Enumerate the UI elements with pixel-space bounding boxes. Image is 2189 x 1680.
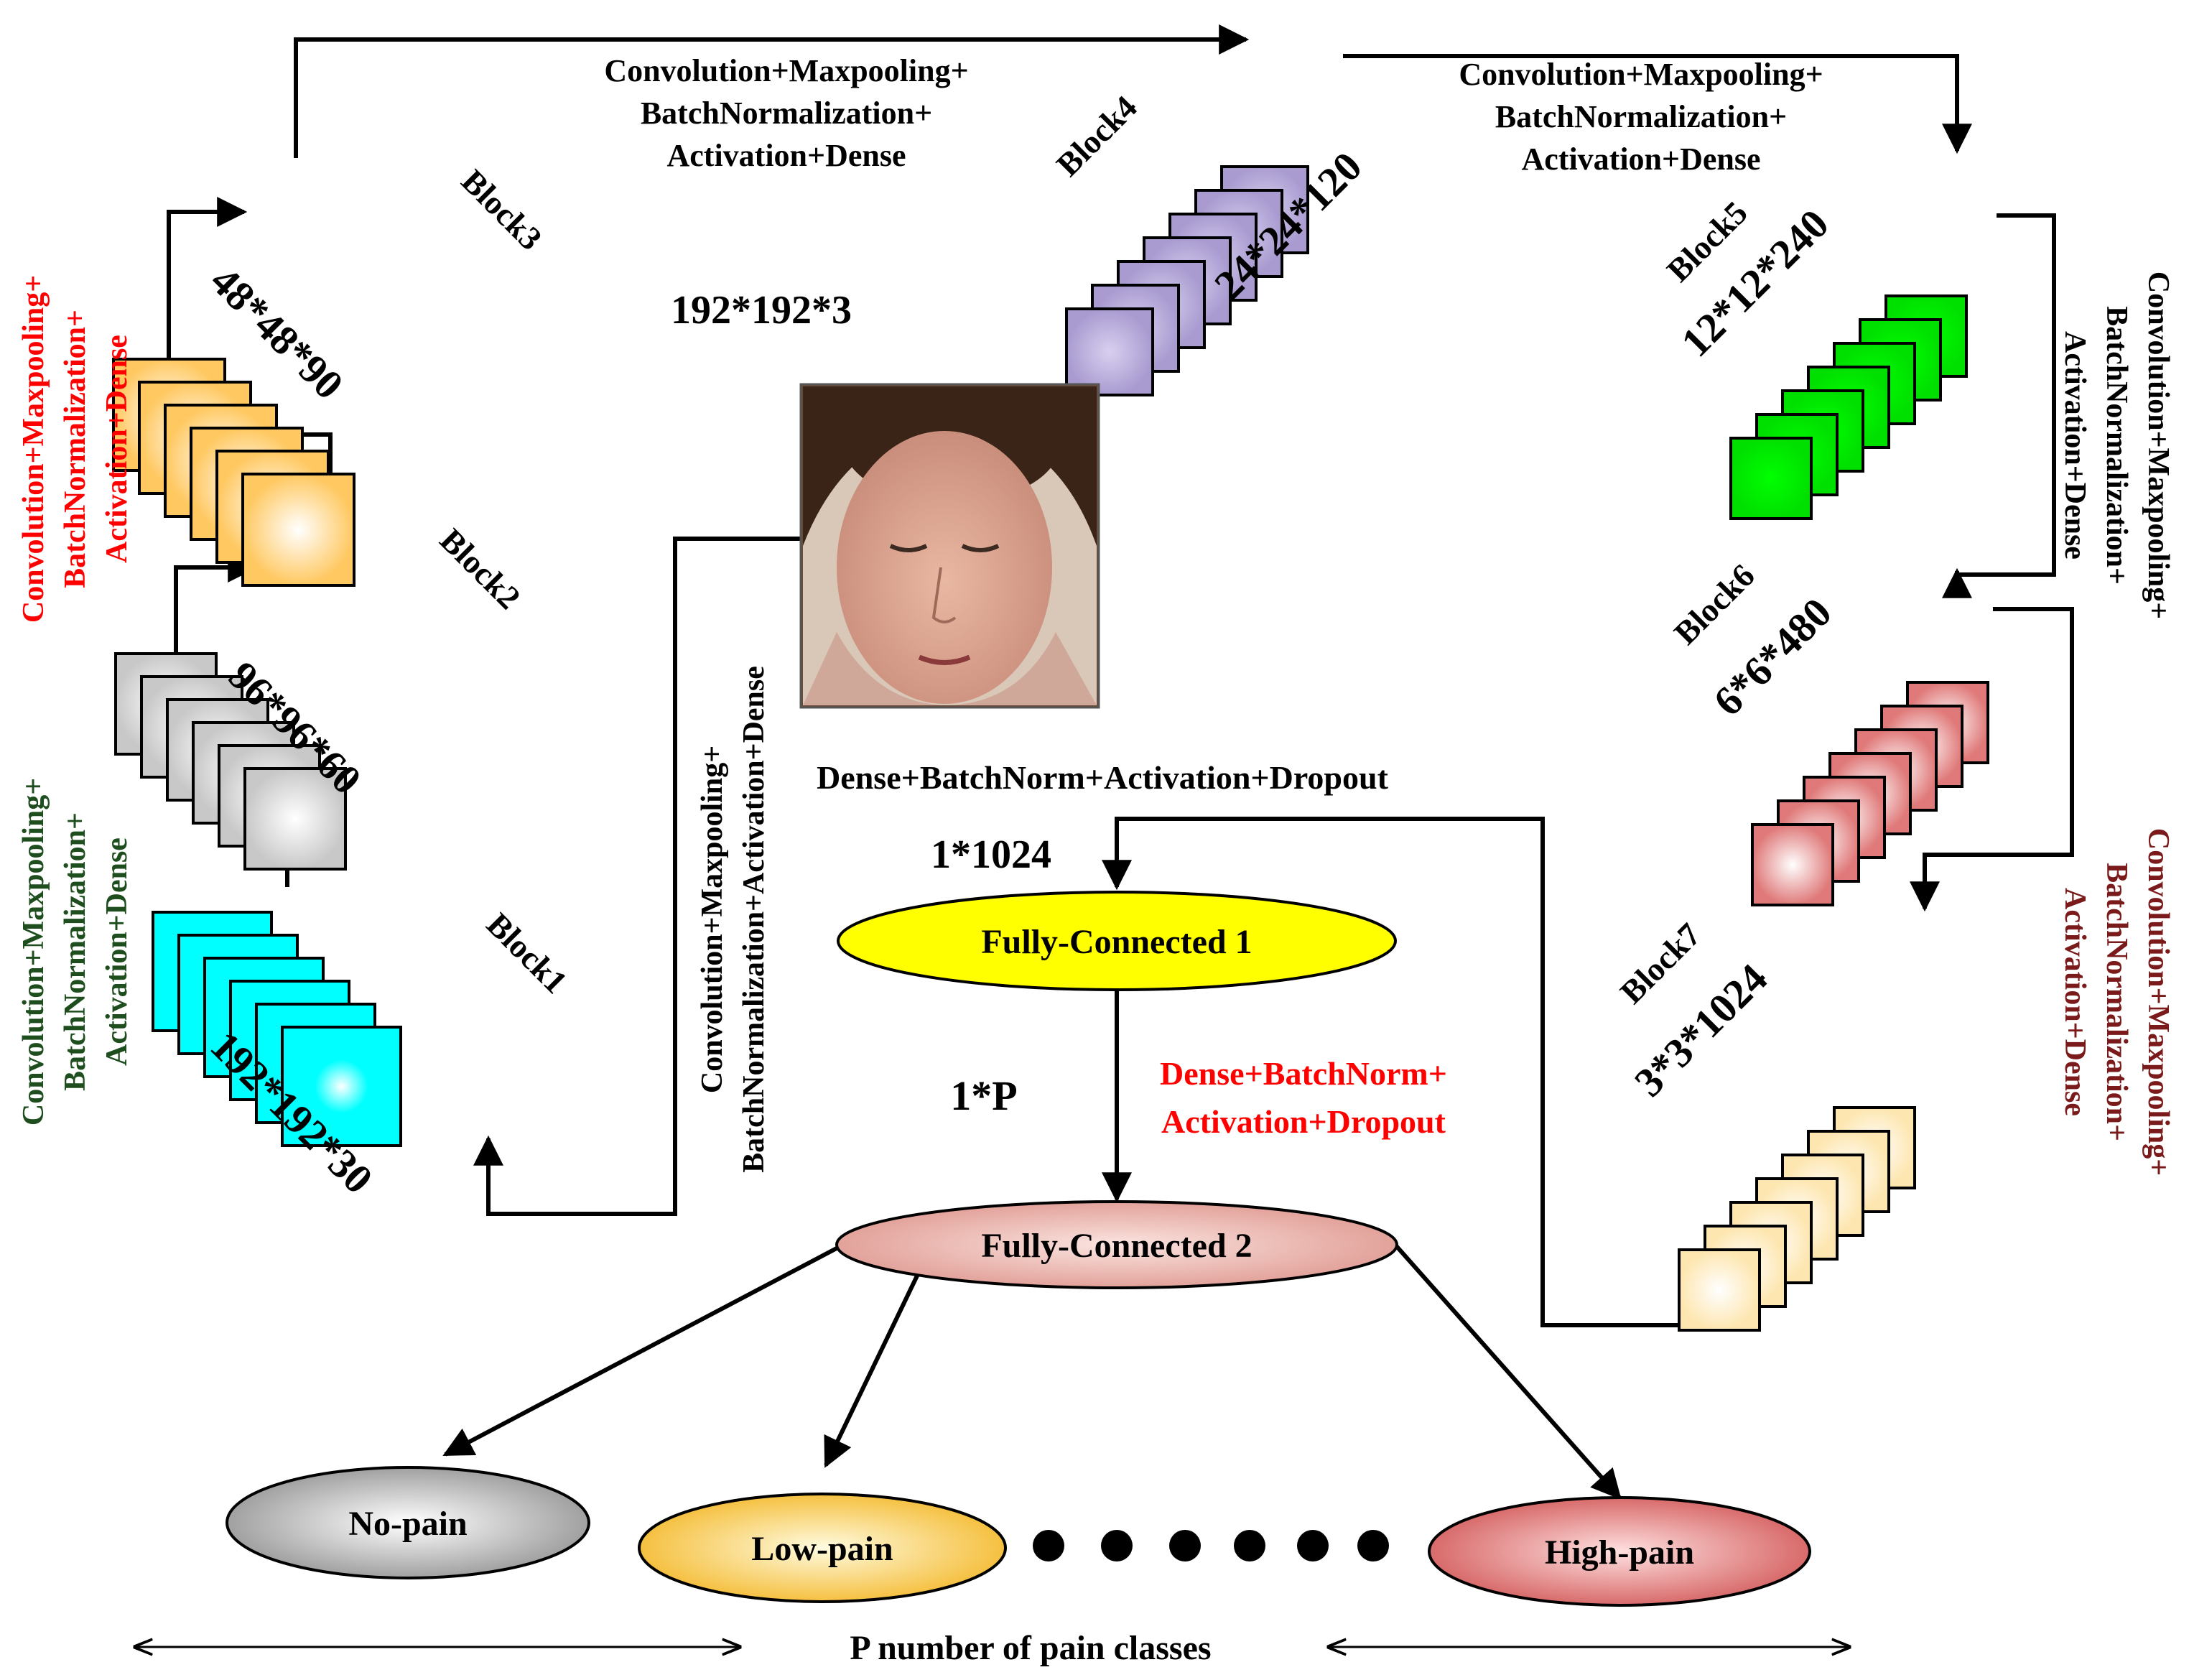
block7-name: Block7 xyxy=(1613,916,1708,1011)
svg-text:Convolution+Maxpooling+: Convolution+Maxpooling+ xyxy=(604,53,968,88)
svg-text:Convolution+Maxpooling+: Convolution+Maxpooling+ xyxy=(17,275,50,623)
svg-text:Activation+Dense: Activation+Dense xyxy=(101,335,134,563)
face-photo xyxy=(799,383,1100,709)
block-stacks xyxy=(112,165,1989,1332)
fc2-label: Fully-Connected 2 xyxy=(981,1227,1252,1265)
op-label-center-vertical: Convolution+Maxpooling+ BatchNormalizati… xyxy=(696,666,771,1173)
svg-text:BatchNormalization+: BatchNormalization+ xyxy=(2100,306,2133,585)
arrow-block5-to-block6 xyxy=(1942,213,2056,598)
svg-text:BatchNormalization+: BatchNormalization+ xyxy=(59,812,92,1091)
svg-text:Activation+Dense: Activation+Dense xyxy=(2058,331,2091,560)
block4-stack xyxy=(1065,165,1309,396)
svg-text:BatchNormalization+: BatchNormalization+ xyxy=(2100,863,2133,1141)
block2-stack xyxy=(114,652,347,871)
svg-text:BatchNormalization+: BatchNormalization+ xyxy=(1495,99,1787,134)
svg-text:Convolution+Maxpooling+: Convolution+Maxpooling+ xyxy=(696,746,729,1093)
connector-lines xyxy=(167,24,2074,1500)
op-label-top-right: Convolution+Maxpooling+ BatchNormalizati… xyxy=(1459,57,1823,177)
arrow-fc2-to-highpain xyxy=(1391,1241,1622,1500)
block2-name: Block2 xyxy=(433,521,528,616)
svg-text:BatchNormalization+Activation+: BatchNormalization+Activation+Dense xyxy=(738,666,771,1173)
block4-layer xyxy=(1065,307,1154,396)
input-dims: 192*192*3 xyxy=(671,288,852,333)
arrow-fc2-to-nopain xyxy=(442,1240,849,1457)
svg-text:Convolution+Maxpooling+: Convolution+Maxpooling+ xyxy=(17,778,50,1126)
arrow-fc2-to-lowpain xyxy=(824,1270,921,1468)
svg-text:Convolution+Maxpooling+: Convolution+Maxpooling+ xyxy=(2142,828,2175,1176)
fc1-label: Fully-Connected 1 xyxy=(981,923,1252,961)
block7-layer xyxy=(1678,1248,1761,1332)
fc1-dims: 1*1024 xyxy=(931,832,1051,877)
class-high-pain: High-pain xyxy=(1428,1496,1811,1607)
block5-stack xyxy=(1729,294,1968,520)
svg-text:High-pain: High-pain xyxy=(1545,1533,1694,1572)
op-label-top-left: Convolution+Maxpooling+ BatchNormalizati… xyxy=(604,53,968,173)
block3-layer xyxy=(241,473,355,587)
ellipsis-dots xyxy=(1033,1530,1389,1561)
arrow-block4-to-block5 xyxy=(1343,54,1972,154)
svg-text:Activation+Dropout: Activation+Dropout xyxy=(1161,1103,1446,1140)
arrow-block6-to-block7 xyxy=(1910,607,2074,912)
svg-text:Activation+Dense: Activation+Dense xyxy=(666,138,906,173)
svg-text:Activation+Dense: Activation+Dense xyxy=(1521,141,1760,177)
class-low-pain: Low-pain xyxy=(638,1493,1007,1603)
arrow-input-to-block1 xyxy=(473,537,801,1216)
block1-stack xyxy=(152,911,402,1147)
svg-text:Dense+BatchNorm+: Dense+BatchNorm+ xyxy=(1160,1055,1447,1092)
svg-text:BatchNormalization+: BatchNormalization+ xyxy=(59,310,92,588)
block1-layer xyxy=(281,1026,402,1147)
block6-layer xyxy=(1751,823,1834,906)
fc2-dims: 1*P xyxy=(950,1072,1017,1119)
fc1-node: Fully-Connected 1 xyxy=(837,891,1397,991)
svg-text:BatchNormalization+: BatchNormalization+ xyxy=(641,96,932,131)
svg-text:No-pain: No-pain xyxy=(348,1505,467,1543)
svg-text:Activation+Dense: Activation+Dense xyxy=(2058,888,2091,1116)
op-label-left-green: Convolution+Maxpooling+ BatchNormalizati… xyxy=(17,778,134,1126)
op-label-right-black: Convolution+Maxpooling+ BatchNormalizati… xyxy=(2058,272,2175,619)
svg-text:Convolution+Maxpooling+: Convolution+Maxpooling+ xyxy=(2142,272,2175,619)
footer-label: P number of pain classes xyxy=(850,1629,1211,1667)
block6-name: Block6 xyxy=(1667,557,1762,651)
block1-name: Block1 xyxy=(480,906,575,1001)
op-label-right-maroon: Convolution+Maxpooling+ BatchNormalizati… xyxy=(2058,828,2175,1176)
fc-mid-label: Dense+BatchNorm+ Activation+Dropout xyxy=(1160,1055,1447,1140)
block6-stack xyxy=(1751,681,1989,906)
op-label-left-red: Convolution+Maxpooling+ BatchNormalizati… xyxy=(17,275,134,623)
block2-layer xyxy=(243,767,347,871)
block4-name: Block4 xyxy=(1049,88,1144,183)
arrow-block3-to-block4 xyxy=(294,24,1250,158)
svg-text:Low-pain: Low-pain xyxy=(751,1530,893,1568)
block3-stack xyxy=(112,358,355,587)
block5-layer xyxy=(1729,437,1813,520)
block3-name: Block3 xyxy=(455,162,549,257)
class-no-pain: No-pain xyxy=(226,1466,590,1579)
svg-text:Activation+Dense: Activation+Dense xyxy=(101,837,134,1066)
fc-header: Dense+BatchNorm+Activation+Dropout xyxy=(817,759,1389,796)
fc2-node: Fully-Connected 2 xyxy=(835,1200,1398,1289)
svg-text:Convolution+Maxpooling+: Convolution+Maxpooling+ xyxy=(1459,57,1823,92)
block7-stack xyxy=(1678,1106,1916,1332)
